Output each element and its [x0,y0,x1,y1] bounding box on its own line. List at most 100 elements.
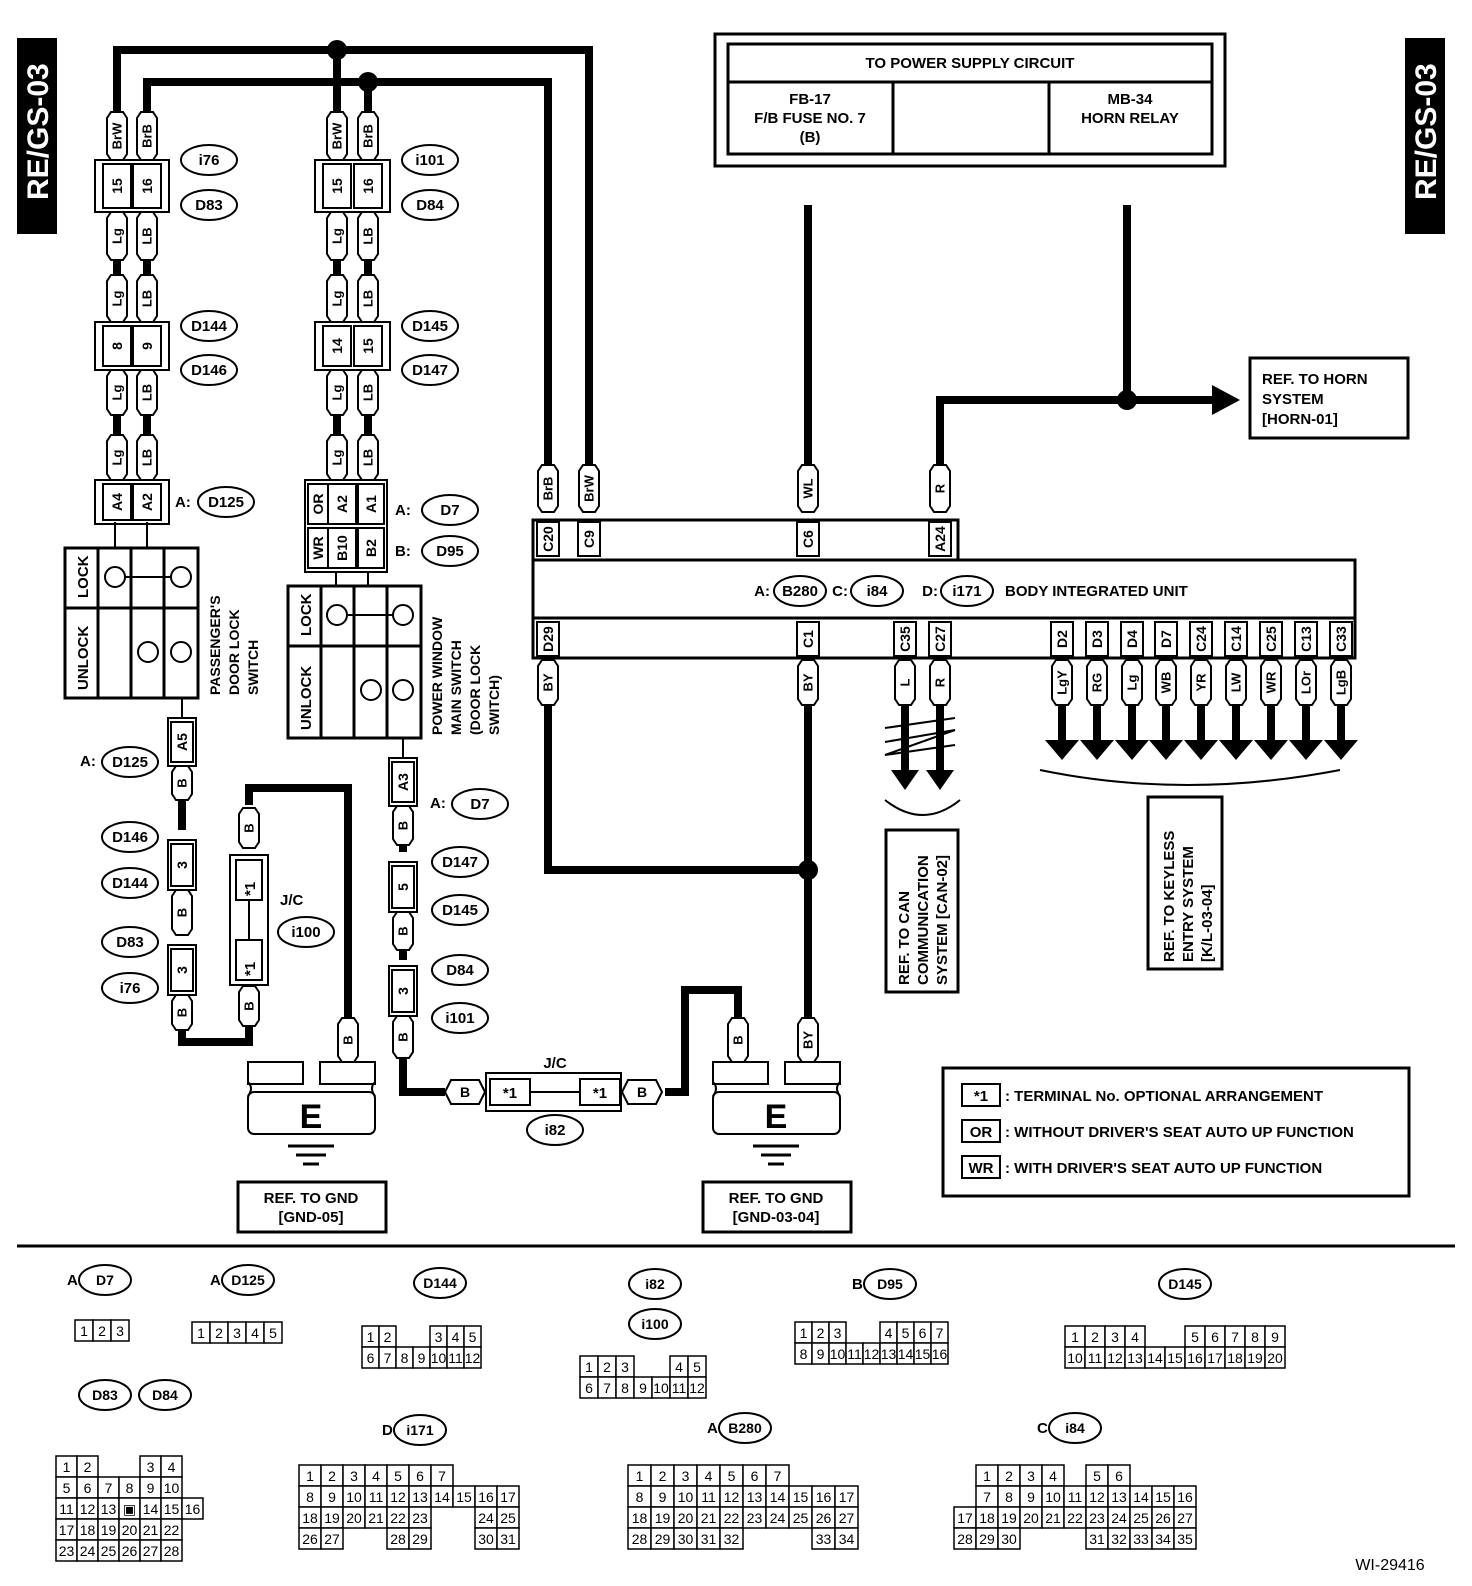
terminal-pin [327,527,357,569]
pin-number: 4 [675,1359,683,1375]
legend-text: : TERMINAL No. OPTIONAL ARRANGEMENT [1005,1088,1323,1105]
connector-id: D7 [440,502,459,519]
wire-color-label: LgY [1055,670,1070,695]
wire-color-tag [1190,659,1212,706]
wire-color-tag [136,211,158,261]
connector-id: D7 [470,796,489,813]
wire-color-label: BrB [140,124,155,148]
terminal-pin [1085,621,1109,657]
wire-color-label: BrW [110,122,125,149]
arrow-down-icon [1184,740,1218,760]
pin-number: 2 [215,1325,223,1341]
wire-color-label: B [175,1008,190,1017]
wire-color-label: Lg [110,291,125,307]
pin-number: 30 [478,1531,494,1547]
terminal-pin [577,521,601,557]
passengers-door-lock-switch: LOCK UNLOCK PASSENGER'S DOOR LOCK SWITCH [63,546,261,700]
connector-id: D125 [231,1272,265,1288]
pin-number: 17 [59,1522,75,1538]
pin-number: 4 [168,1459,176,1475]
svg-text:SWITCH: SWITCH [245,640,261,695]
terminal-pin [391,865,415,909]
connector-id: i171 [406,1422,433,1438]
pin-number: 17 [500,1489,516,1505]
pin-label: 3 [174,966,190,974]
arrow-down-icon [1324,740,1358,760]
keyless-ref: REF. TO KEYLESS ENTRY SYSTEM [K/L-03-04] [1039,769,1341,971]
pin-number: 1 [80,1323,88,1339]
pin-number: 2 [84,1459,92,1475]
wire-color-tag [1086,659,1108,706]
pin-number: 3 [834,1325,842,1341]
pin-cell [160,1539,183,1562]
pin-label: A1 [363,495,379,513]
wire-color-label: B [396,926,411,935]
pin-number: 3 [116,1323,124,1339]
svg-text:HORN RELAY: HORN RELAY [1081,110,1179,127]
pin-number: 2 [328,1468,336,1484]
pin-number: 19 [655,1510,671,1526]
junction-dot [798,860,818,880]
pin-number: 3 [1027,1468,1035,1484]
terminal-pin [391,969,415,1013]
pin-number: 34 [1155,1531,1171,1547]
pin-number: 24 [478,1510,494,1526]
terminal-pin [796,521,820,557]
pin-cell [930,1342,949,1365]
connector-id: D147 [442,854,478,871]
pin-number: 20 [122,1522,138,1538]
pin-number: 6 [919,1325,927,1341]
pin-number: 9 [328,1489,336,1505]
connector-id: D146 [112,829,148,846]
svg-text:UNLOCK: UNLOCK [298,666,315,730]
pin-number: 11 [369,1489,384,1505]
terminal-pin [796,621,820,657]
pin-cell [496,1527,520,1550]
pin-number: 16 [1177,1489,1193,1505]
wire-color-tag [136,274,158,323]
pin-number: 16 [478,1489,494,1505]
pin-number: 6 [585,1380,593,1396]
pin-number: 18 [1227,1350,1243,1366]
pin-label: 3 [395,987,411,995]
pin-number: 20 [1267,1350,1283,1366]
pin-label: 14 [329,338,345,354]
pin-number: 1 [197,1325,205,1341]
terminal-pin [893,621,917,657]
pin-label: C25 [1263,626,1279,652]
pin-cell [687,1376,707,1399]
pin-number: 22 [1067,1510,1083,1526]
pin-number: 7 [774,1468,782,1484]
wire-color-label: B [242,1001,257,1010]
pin-number: 6 [367,1350,375,1366]
svg-text:UNLOCK: UNLOCK [75,626,92,690]
pin-label: 16 [139,178,155,194]
svg-text:POWER WINDOW: POWER WINDOW [429,616,445,735]
arrow-down-icon [891,770,919,790]
wire-color-label: BrB [541,477,556,501]
pin-number: 20 [346,1510,362,1526]
pin-number: 13 [1111,1489,1127,1505]
connector-id: B280 [728,1420,762,1436]
wire-color-tag [106,274,128,323]
connector-id: i101 [415,152,444,169]
pin-number: 21 [1045,1510,1061,1526]
pin-number: 13 [881,1346,897,1362]
wire-color-label: Lg [110,385,125,401]
connector-id: D147 [412,362,448,379]
svg-text:FB-17: FB-17 [789,91,831,108]
wire-color-label: R [933,677,948,687]
pin-label: WR [310,536,326,559]
wire-color-tag [797,659,819,706]
wire-color-label: WL [801,478,816,498]
pin-label: 8 [109,342,125,350]
svg-text:DOOR LOCK: DOOR LOCK [226,609,242,695]
svg-text:D:: D: [922,583,938,600]
wire-color-tag [392,1015,414,1059]
pin-number: 4 [372,1468,380,1484]
svg-text:REF. TO HORN: REF. TO HORN [1262,371,1368,388]
